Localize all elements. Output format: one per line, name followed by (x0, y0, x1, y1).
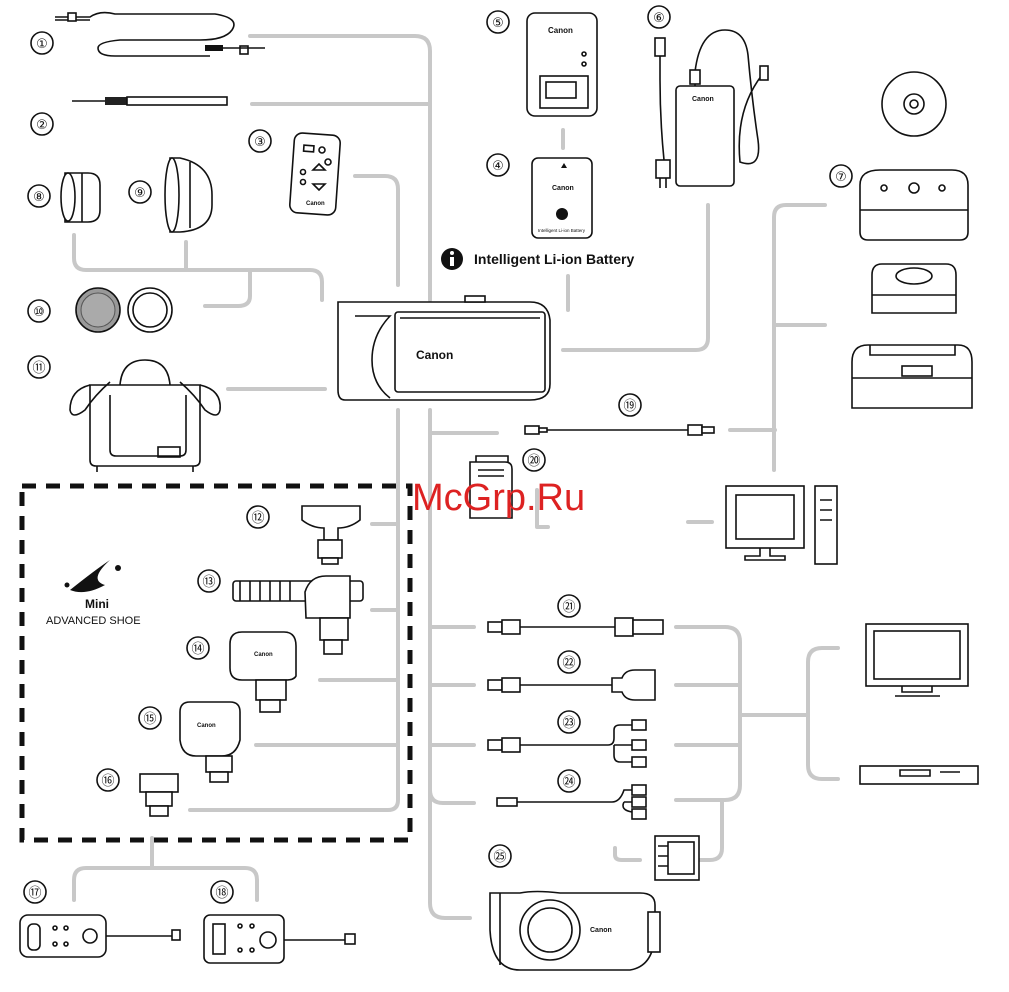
item-number-24: ㉔ (562, 775, 575, 790)
dvd-writer (860, 170, 968, 240)
item-number-19: ⑲ (623, 399, 636, 414)
item-number-12: ⑫ (251, 511, 264, 526)
item-number-10: ⑩ (33, 305, 45, 320)
shoulder-strap (55, 13, 265, 56)
item-number-21: ㉑ (562, 600, 575, 615)
scart-adapter (655, 836, 699, 880)
item-number-18: ⑱ (215, 886, 228, 901)
soft-carrying-case (70, 360, 220, 472)
shoe-label-line1: Mini (85, 597, 109, 611)
charger-brand: Canon (548, 26, 573, 35)
item-number-6: ⑥ (653, 11, 665, 26)
remote-controller-wired (20, 915, 180, 957)
computer (726, 486, 837, 564)
microphone-adapter (204, 915, 355, 963)
wrist-strap (72, 97, 227, 105)
other-camcorder: Canon (490, 892, 660, 971)
vcr (860, 766, 978, 784)
battery-label-text: Intelligent Li-ion Battery (474, 251, 634, 267)
shoe-label: Mini ADVANCED SHOE (46, 560, 141, 627)
television (866, 624, 968, 696)
adapter-brand: Canon (692, 96, 714, 103)
battery-pack: Canon Intelligent Li-ion Battery (532, 158, 592, 238)
dvd-disc (882, 72, 946, 136)
item-number-7: ⑦ (835, 170, 847, 185)
wide-converter (61, 173, 100, 222)
watermark: McGrp.Ru (412, 477, 585, 519)
battery-video-light: Canon (180, 702, 240, 782)
vcr-camcorder-brand: Canon (590, 927, 612, 934)
camcorder-brand: Canon (416, 348, 453, 362)
remote-controller: Canon (289, 132, 340, 215)
item-number-5: ⑤ (492, 16, 504, 31)
hdmi-cable (488, 618, 663, 636)
item-number-23: ㉓ (562, 716, 575, 731)
compact-power-adapter: Canon (655, 30, 768, 188)
filter-set (76, 288, 172, 332)
item-number-1: ① (36, 37, 48, 52)
item-number-11: ⑪ (32, 361, 45, 376)
item-number-13: ⑬ (202, 575, 215, 590)
item-number-16: ⑯ (101, 774, 114, 789)
battery-brand: Canon (552, 185, 574, 192)
av-cable (497, 785, 646, 819)
battery-charger: Canon (527, 13, 597, 116)
light-brand: Canon (197, 723, 216, 729)
remote-brand: Canon (306, 201, 325, 207)
camcorder: Canon (338, 296, 550, 400)
item-number-8: ⑧ (33, 190, 45, 205)
battery-label: Intelligent Li-ion Battery (441, 248, 634, 270)
shoe-label-line2: ADVANCED SHOE (46, 615, 141, 627)
advanced-accessory-shoe-adapter (140, 774, 178, 816)
flash-brand: Canon (254, 652, 273, 658)
item-number-25: ㉕ (493, 850, 506, 865)
item-number-15: ⑮ (143, 712, 156, 727)
item-number-17: ⑰ (28, 886, 41, 901)
compact-photo-printer (872, 264, 956, 313)
usb-cable (525, 425, 714, 435)
component-cable (488, 670, 655, 700)
item-number-22: ㉒ (562, 656, 575, 671)
mini-advanced-shoe-box (22, 486, 410, 840)
tele-converter (165, 158, 212, 232)
item-number-3: ③ (254, 135, 266, 150)
item-number-4: ④ (492, 159, 504, 174)
video-flash-light: Canon (230, 632, 296, 712)
battery-small-label: Intelligent Li-ion Battery (538, 228, 586, 233)
video-light (302, 506, 360, 564)
item-number-20: ⑳ (527, 454, 540, 469)
inkjet-printer (852, 345, 972, 408)
item-number-9: ⑨ (134, 186, 146, 201)
item-number-14: ⑭ (191, 642, 204, 657)
item-number-2: ② (36, 118, 48, 133)
